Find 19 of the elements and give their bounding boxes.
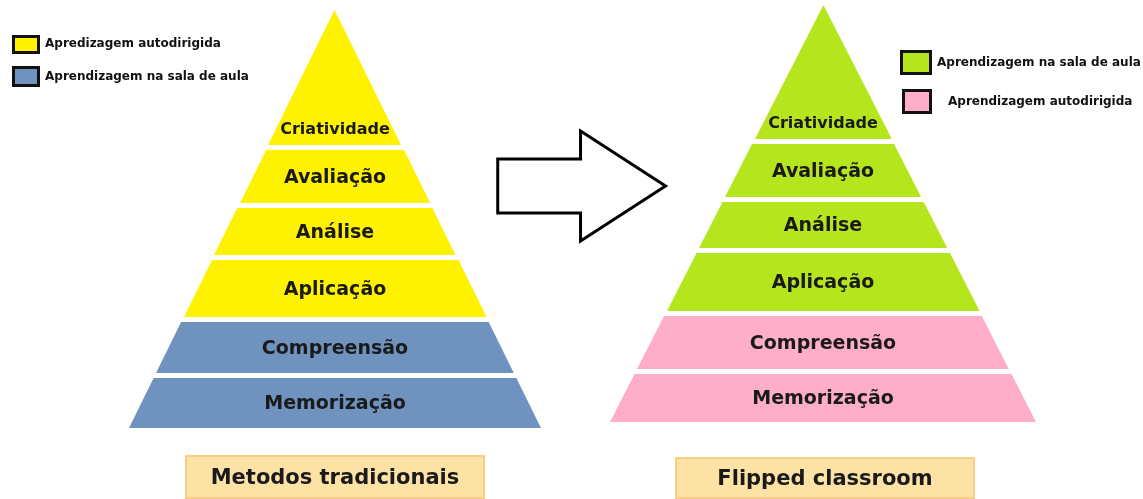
tier-label: Análise [294,219,376,242]
caption-box: Metodos tradicionais [185,455,485,499]
tier-label: Memorização [751,386,895,408]
tier-label: Compreensão [748,330,898,353]
tier-label: Compreensão [260,335,410,358]
tier-label: Análise [782,213,864,235]
tier-label: Avaliação [770,158,876,181]
caption-box: Flipped classroom [675,457,975,499]
legend-label: Aprendizagem na sala de aula [45,69,249,83]
tier-label: Avaliação [282,164,388,187]
legend-label: Apredizagem autodirigida [45,36,221,50]
legend-label: Aprendizagem na sala de aula [937,55,1141,69]
legend-label: Aprendizagem autodirigida [948,94,1133,108]
tier-label: Criatividade [279,119,391,138]
tier-label: Aplicação [282,276,388,299]
tier-label: Aplicação [770,270,876,292]
tier-label: Criatividade [767,113,879,132]
tier-label: Memorização [263,391,407,413]
block-arrow [496,128,669,244]
